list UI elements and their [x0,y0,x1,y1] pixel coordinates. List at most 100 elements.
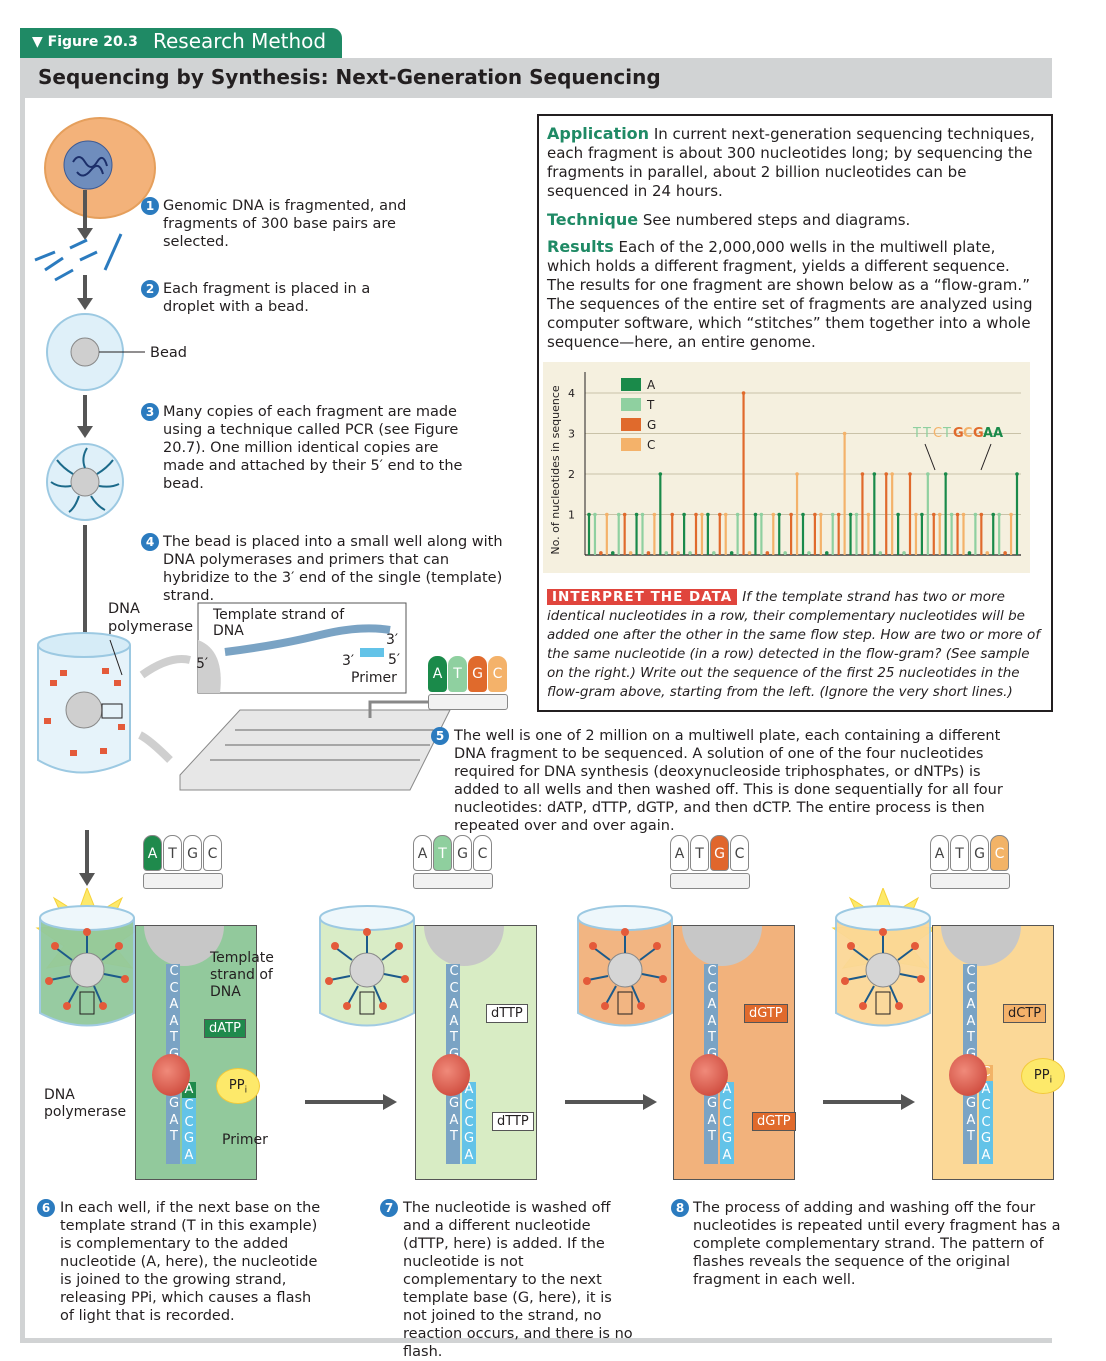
growing-strand-base: C [979,1115,993,1131]
flowgram-bar-tip [629,551,633,555]
template-base: C [964,981,978,996]
nucleotide-dispenser: ATGC [413,835,493,895]
flowgram-bar-tip [700,513,704,517]
flowgram-bar-tip [849,513,853,517]
dispenser-vial: G [183,835,202,871]
y-tick-label: 3 [568,428,575,441]
flowgram-bar-tip [813,513,817,517]
growing-strand-base: G [462,1131,476,1147]
template-base: C [167,964,181,979]
step-number: 5 [431,727,449,745]
flowgram-bar-tip [647,551,651,555]
flowgram-chart: 1234No. of nucleotides in sequenceATGCTT… [543,362,1030,573]
panel-arrows [305,1094,915,1110]
nucleotide-dispenser: ATGC [143,835,223,895]
flowgram-bar-tip [825,551,829,555]
flowgram-bar-tip [730,551,734,555]
flowgram-bar-tip [819,513,823,517]
y-axis-label: No. of nucleotides in sequence [549,385,562,555]
flowgram-bar-tip [664,551,668,555]
results-heading: Results [547,237,614,256]
growing-strand-base: C [720,1115,734,1131]
flowgram-annotation-letter: T [912,426,921,441]
template-base: T [167,1129,181,1144]
figure-label: ▼ Figure 20.3 [32,34,138,50]
sequencing-well [570,888,680,1048]
three-prime-label: 3′ [342,653,354,669]
template-base: G [705,1096,719,1111]
template-base: A [705,1113,719,1128]
dntp-washed-label: dTTP [492,1112,534,1131]
flowgram-annotation-letter: C [933,426,942,441]
dispenser-vial: T [950,835,969,871]
dispenser-vial: A [143,835,162,871]
nucleotide-dispenser: ATGC [670,835,750,895]
flowgram-bar-tip [617,513,621,517]
dispenser-vial: A [670,835,689,871]
flowgram-bar-tip [867,513,871,517]
legend-swatch [621,398,641,411]
flowgram-bar-tip [736,513,740,517]
step-number: 6 [37,1199,55,1217]
template-base: T [964,1030,978,1045]
flowgram-bar-tip [599,551,603,555]
title-bar: Sequencing by Synthesis: Next-Generation… [20,58,1052,98]
sequencing-well [32,888,142,1048]
figure-tab: ▼ Figure 20.3 Research Method [20,28,342,58]
flowgram-bar-tip [843,432,847,436]
flowgram-bar-tip [968,551,972,555]
bead-label: Bead [150,344,187,362]
growing-strand-base: A [979,1148,993,1164]
template-base: A [705,997,719,1012]
growing-strand-base: A [182,1148,196,1164]
step-1-text: Genomic DNA is fragmented, and fragments… [163,197,408,251]
template-base: A [964,997,978,1012]
template-base: T [447,1129,461,1144]
flowgram-bar-tip [760,513,764,517]
flowgram-bar-tip [1003,551,1007,555]
flowgram-bar-tip [944,472,948,476]
legend-swatch [621,438,641,451]
dispenser-vial: G [710,835,729,871]
results-block: Results Each of the 2,000,000 wells in t… [547,237,1035,352]
flowgram-annotation-letter: A [993,426,1003,441]
template-base: C [447,964,461,979]
flowgram-bar-tip [587,513,591,517]
legend-swatch [621,378,641,391]
growing-strand-base: A [720,1148,734,1164]
legend-label: G [647,418,656,432]
flowgram-bar-tip [974,513,978,517]
interpret-text: If the template strand has two or more i… [547,589,1040,700]
flowgram-bar-tip [920,513,924,517]
dntp-label: dCTP [1003,1004,1046,1023]
flowgram-bar-tip [890,472,894,476]
growing-strand-base: G [182,1131,196,1147]
step-7-text: The nucleotide is washed off and a diffe… [403,1199,638,1361]
flowgram-bar-tip [712,551,716,555]
dna-polymerase-icon [152,1054,190,1096]
template-base: A [964,1113,978,1128]
sequencing-well [312,888,422,1048]
flowgram-bar-tip [795,472,799,476]
template-base: C [705,964,719,979]
step-number: 4 [141,533,159,551]
five-prime-label: 5′ [196,656,208,672]
growing-strand-base: C [720,1098,734,1114]
annotation-pointer [981,444,991,470]
flowgram-bar-tip [926,472,930,476]
flowgram-bar-tip [611,551,615,555]
flowgram-bar-tip [861,472,865,476]
flowgram-bar-tip [682,513,686,517]
flowgram-bar-tip [670,513,674,517]
step-4-text: The bead is placed into a small well alo… [163,533,503,605]
ppi-flash-icon: PPi [216,1068,260,1104]
ppi-flash-icon: PPi [1021,1058,1065,1094]
dispenser-vial: A [930,835,949,871]
flowgram-bar-tip [676,551,680,555]
template-base: A [705,1014,719,1029]
figure-name: Research Method [153,29,326,53]
flowgram-bar-tip [659,472,663,476]
flowgram-bar-tip [623,513,627,517]
dna-polymerase-icon [690,1054,728,1096]
flowgram-bar-tip [938,513,942,517]
